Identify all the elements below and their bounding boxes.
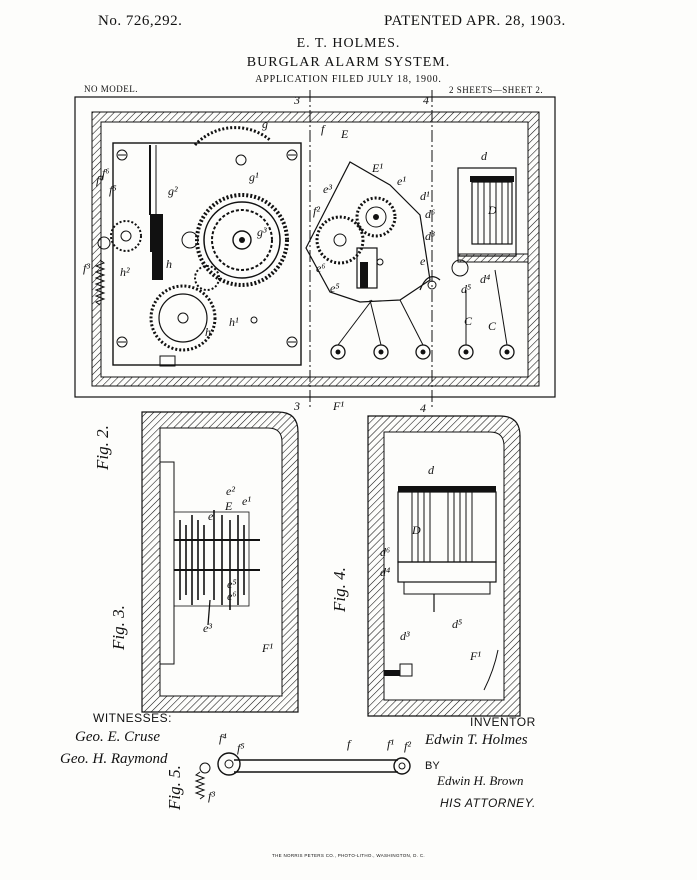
section-mark-4-bottom: 4 [420, 401, 426, 415]
label-f3-fig5: f³ [208, 789, 215, 803]
patent-number: No. 726,292. [98, 13, 183, 29]
attorney-label: HIS ATTORNEY. [440, 796, 536, 810]
inventor-signature: Edwin T. Holmes [425, 732, 528, 748]
figure-4-labels: d D d⁶ d⁴ d⁵ d³ F¹ [380, 463, 481, 663]
figure-3-label: Fig. 3. [109, 605, 128, 651]
label-e6-fig3: e⁶ [227, 589, 237, 603]
witness-signature-1: Geo. E. Cruse [75, 729, 160, 745]
sheet-count: 2 SHEETS—SHEET 2. [449, 85, 544, 95]
patent-date: PATENTED APR. 28, 1903. [384, 13, 566, 29]
label-f5-fig5: f⁵ [237, 741, 245, 755]
label-E-fig3: E [224, 499, 233, 513]
section-mark-3-bottom: 3 [293, 399, 300, 413]
printer-imprint: THE NORRIS PETERS CO., PHOTO-LITHO., WAS… [272, 853, 425, 858]
label-C: C [464, 314, 473, 328]
label-f-fig5: f [347, 737, 352, 751]
label-F1-fig3: F¹ [261, 641, 273, 655]
label-e1: e¹ [397, 174, 406, 188]
label-g: g [262, 117, 268, 131]
patent-title: BURGLAR ALARM SYSTEM. [246, 55, 451, 70]
label-f3: f³ [83, 261, 90, 275]
attorney-signature: Edwin H. Brown [437, 773, 524, 788]
label-E1: E¹ [371, 161, 383, 175]
section-marks: 3 4 3 4 [293, 93, 429, 415]
label-f4-fig5: f⁴ [219, 731, 227, 745]
label-d-fig4: d [428, 463, 435, 477]
label-h2: h² [120, 265, 130, 279]
label-f: f [321, 122, 326, 136]
label-F1-top: F¹ [332, 399, 344, 413]
label-e: e [420, 254, 426, 268]
label-e2: e² [226, 484, 235, 498]
witnesses-label: WITNESSES: [93, 711, 173, 725]
figure-1-drawing [74, 90, 556, 410]
label-d: d [481, 149, 488, 163]
label-d6: d⁶ [425, 207, 435, 221]
label-h-lower: h [205, 325, 211, 339]
section-mark-4-top: 4 [423, 93, 429, 107]
section-mark-3-top: 3 [293, 93, 300, 107]
label-e1-fig3: e¹ [242, 494, 251, 508]
label-D: D [487, 203, 497, 217]
inventor-label: INVENTOR [470, 715, 536, 729]
label-f5: f⁵ [109, 183, 117, 197]
label-f4: f⁴ [96, 173, 104, 187]
label-f2: f² [313, 204, 320, 218]
label-f1-fig5: f¹ [387, 737, 394, 751]
label-d4: d⁴ [480, 272, 490, 286]
label-d3: d³ [425, 229, 435, 243]
label-d1: d¹ [420, 189, 430, 203]
label-d3-fig4: d³ [400, 629, 410, 643]
by-label: BY [425, 760, 440, 772]
label-E: E [340, 127, 349, 141]
label-h1: h¹ [229, 315, 239, 329]
figure-2-label: Fig. 2. [93, 425, 112, 471]
label-e5-fig3: e⁵ [227, 577, 237, 591]
label-d5: d⁵ [461, 282, 471, 296]
figure-1-labels: g f E E¹ e¹ e³ f² d d¹ d⁶ d³ D e d⁵ d⁴ C… [83, 117, 497, 413]
label-f6: f⁶ [102, 166, 110, 180]
label-C-2: C [488, 319, 497, 333]
figure-3-labels: e² E e¹ e e⁵ e⁶ e³ F¹ [203, 484, 273, 655]
label-g1: g¹ [249, 170, 259, 184]
label-d4-fig4: d⁴ [380, 565, 390, 579]
application-filed: APPLICATION FILED JULY 18, 1900. [255, 74, 442, 85]
label-e3-fig3: e³ [203, 621, 212, 635]
no-model-note: NO MODEL. [84, 84, 138, 94]
label-g3: g³ [257, 225, 267, 239]
label-e6: e⁶ [316, 261, 326, 275]
label-d6-fig4: d⁶ [380, 545, 390, 559]
figure-3-drawing [141, 411, 299, 713]
label-D-fig4: D [411, 523, 421, 537]
label-g2: g² [168, 184, 178, 198]
figure-4-drawing [367, 415, 521, 717]
figure-5-labels: f⁴ f⁵ f³ f f¹ f² [208, 731, 411, 803]
figure-4-label: Fig. 4. [330, 567, 349, 613]
label-f2-fig5: f² [404, 739, 411, 753]
label-F1-fig4: F¹ [469, 649, 481, 663]
label-h: h [166, 257, 172, 271]
label-e5: e⁵ [330, 281, 340, 295]
figure-5-drawing [194, 752, 411, 800]
label-d5-fig4: d⁵ [452, 617, 462, 631]
figure-5-label: Fig. 5. [165, 765, 184, 811]
label-e3: e³ [323, 182, 332, 196]
label-e-fig3: e [208, 509, 214, 523]
witness-signature-2: Geo. H. Raymond [60, 751, 168, 767]
inventor-name: E. T. HOLMES. [296, 36, 401, 51]
